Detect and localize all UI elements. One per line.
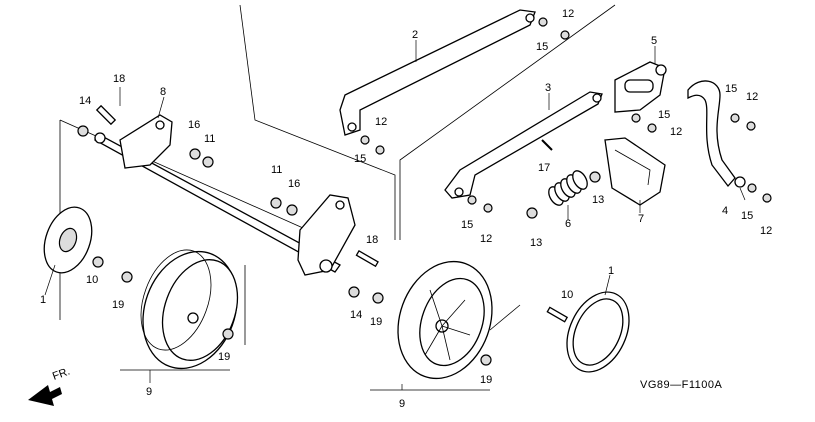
callout-12: 12: [480, 233, 492, 245]
wheel-cap-1-left: [43, 206, 93, 274]
pin-17: [541, 139, 553, 151]
callout-15: 15: [536, 41, 548, 53]
callout-19: 19: [112, 299, 124, 311]
front-arrow-icon: [28, 385, 62, 406]
callout-1: 1: [608, 265, 614, 277]
callout-4: 4: [722, 205, 728, 217]
spring-6: [548, 170, 588, 206]
callout-10: 10: [561, 289, 573, 301]
callout-19: 19: [218, 351, 230, 363]
callout-14: 14: [79, 95, 91, 107]
callout-15: 15: [461, 219, 473, 231]
leader-lines: [44, 40, 746, 390]
wheel-9-left: [140, 249, 239, 370]
callout-12: 12: [760, 225, 772, 237]
handle-bracket-2: [339, 9, 536, 136]
wheel-cap-1-right: [566, 291, 630, 373]
wheel-9-right: [397, 260, 493, 380]
callout-12: 12: [375, 116, 387, 128]
lever-bracket-5: [614, 61, 667, 113]
callout-15: 15: [741, 210, 753, 222]
callout-10: 10: [86, 274, 98, 286]
callout-12: 12: [670, 126, 682, 138]
callout-5: 5: [651, 35, 657, 47]
callout-16: 16: [188, 119, 200, 131]
callout-12: 12: [562, 8, 574, 20]
handle-bracket-3: [444, 91, 603, 199]
callout-19: 19: [370, 316, 382, 328]
axle-8: [93, 114, 356, 276]
callout-11: 11: [204, 133, 215, 145]
callout-labels: 1 1 2 3 4 5 6 7 8 9 9 10 10 11 11 12 12 …: [40, 8, 772, 410]
callout-18: 18: [366, 234, 378, 246]
callout-14: 14: [350, 309, 362, 321]
hardware: [77, 17, 772, 366]
callout-7: 7: [638, 213, 644, 225]
lever-4: [687, 80, 746, 188]
callout-2: 2: [412, 29, 418, 41]
callout-8: 8: [160, 86, 166, 98]
callout-15: 15: [354, 153, 366, 165]
callout-9: 9: [146, 386, 152, 398]
plate-7: [604, 137, 666, 206]
callout-15: 15: [725, 83, 737, 95]
callout-19: 19: [480, 374, 492, 386]
callout-15: 15: [658, 109, 670, 121]
callout-17: 17: [538, 162, 550, 174]
figure-code: VG89—F1100A: [640, 379, 723, 391]
callout-3: 3: [545, 82, 551, 94]
callout-13: 13: [530, 237, 542, 249]
callout-9: 9: [399, 398, 405, 410]
callout-16: 16: [288, 178, 300, 190]
callout-6: 6: [565, 218, 571, 230]
front-indicator-label: FR.: [51, 365, 72, 382]
callout-18: 18: [113, 73, 125, 85]
callout-11: 11: [271, 164, 282, 176]
callout-13: 13: [592, 194, 604, 206]
callout-1: 1: [40, 294, 46, 306]
callout-12: 12: [746, 91, 758, 103]
